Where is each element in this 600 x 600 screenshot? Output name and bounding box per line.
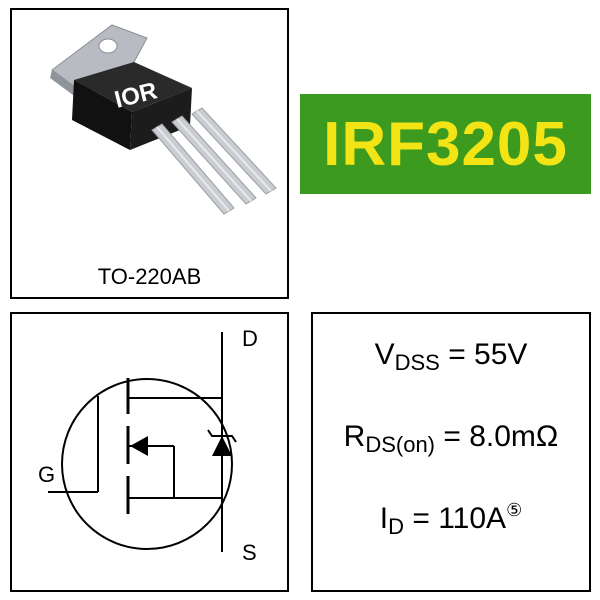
package-body-top [74,62,192,112]
pin-label-drain: D [242,326,258,351]
pin-label-source: S [242,540,257,565]
mosfet-symbol: D G S [38,326,258,565]
spec-id: ID = 110A⑤ [379,500,523,539]
pin-label-gate: G [38,462,55,487]
package-body-front [72,80,132,150]
specs-panel: VDSS = 55V RDS(on) = 8.0mΩ ID = 110A⑤ [311,312,591,592]
package-label: TO-220AB [97,264,202,289]
spec-rds-on: RDS(on) = 8.0mΩ [343,420,559,457]
mosfet-symbol-panel: D G S [10,312,289,592]
part-number: IRF3205 [323,109,568,179]
package-body-side [130,88,192,150]
tab-hole [98,38,118,54]
body-diode-icon [212,436,232,456]
part-number-badge: IRF3205 [300,94,591,194]
spec-vdss: VDSS = 55V [374,338,528,375]
to220-package-image: IOR [50,24,277,215]
body-arrow-icon [130,436,148,456]
footnote-marker: ⑤ [506,500,523,520]
package-panel: IOR TO-220AB [10,8,289,299]
symbol-circle [61,378,233,550]
